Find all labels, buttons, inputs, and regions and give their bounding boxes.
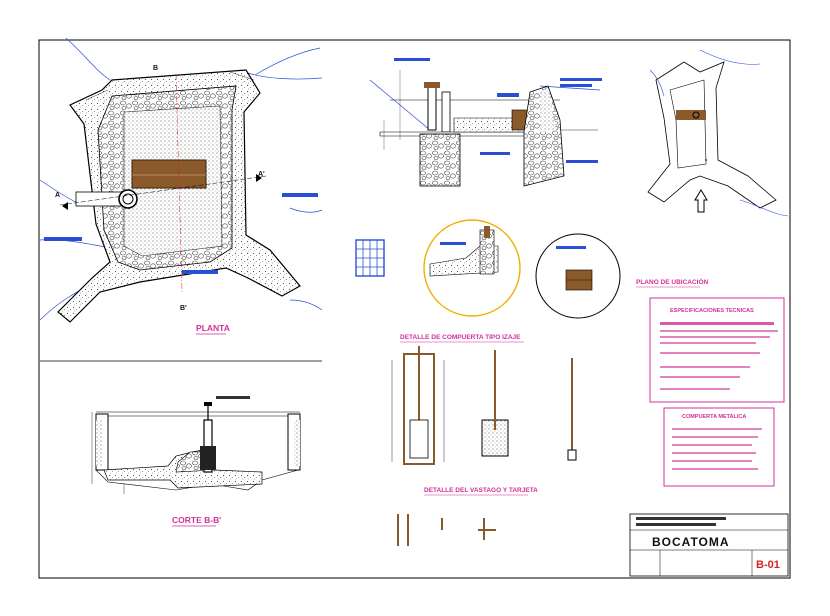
section-a-right-label: A' <box>258 171 265 178</box>
gate-notes-title: COMPUERTA METALICA <box>682 414 746 420</box>
location-plan <box>647 49 789 217</box>
gate-detail-title: DETALLE DE COMPUERTA TIPO IZAJE <box>400 334 521 341</box>
north-arrow-icon <box>694 189 708 213</box>
river-line <box>65 37 111 81</box>
section-b-bottom-label: B' <box>180 305 187 312</box>
detail-circle-1 <box>423 219 521 317</box>
specs-box <box>649 297 785 403</box>
grid-detail <box>355 239 385 277</box>
section-bb-view: CORTE B-B' <box>91 396 301 527</box>
sheet-number: B-01 <box>756 559 780 571</box>
section-b-top-label: B <box>153 65 158 72</box>
river-line <box>254 47 321 76</box>
river-line <box>289 299 323 311</box>
plan-view: A A' B B' PLANTA <box>39 37 323 335</box>
valve <box>118 189 138 209</box>
drawing-title: BOCATOMA <box>652 535 730 549</box>
section-aa-view: ~~~ <box>369 58 602 187</box>
specs-title: ESPECIFICACIONES TECNICAS <box>670 308 754 314</box>
stem-detail-title: DETALLE DEL VASTAGO Y TARJETA <box>424 487 538 494</box>
gate-detail: DETALLE DE COMPUERTA TIPO IZAJE DETALLE … <box>391 334 577 546</box>
gate-notes-box <box>663 407 775 487</box>
title-block: BOCATOMA B-01 <box>629 513 789 577</box>
section-a-left-label: A <box>55 192 60 199</box>
river-line <box>289 207 323 213</box>
detail-circle-2 <box>535 233 621 319</box>
river-line <box>239 69 323 80</box>
plan-title: PLANTA <box>196 323 230 333</box>
location-plan-title: PLANO DE UBICACIÓN <box>636 277 709 286</box>
gate-slab <box>131 159 207 189</box>
section-bb-title: CORTE B-B' <box>172 515 221 525</box>
notes-area: PLANO DE UBICACIÓN ESPECIFICACIONES TECN… <box>636 277 785 487</box>
sheet-border <box>38 39 791 579</box>
